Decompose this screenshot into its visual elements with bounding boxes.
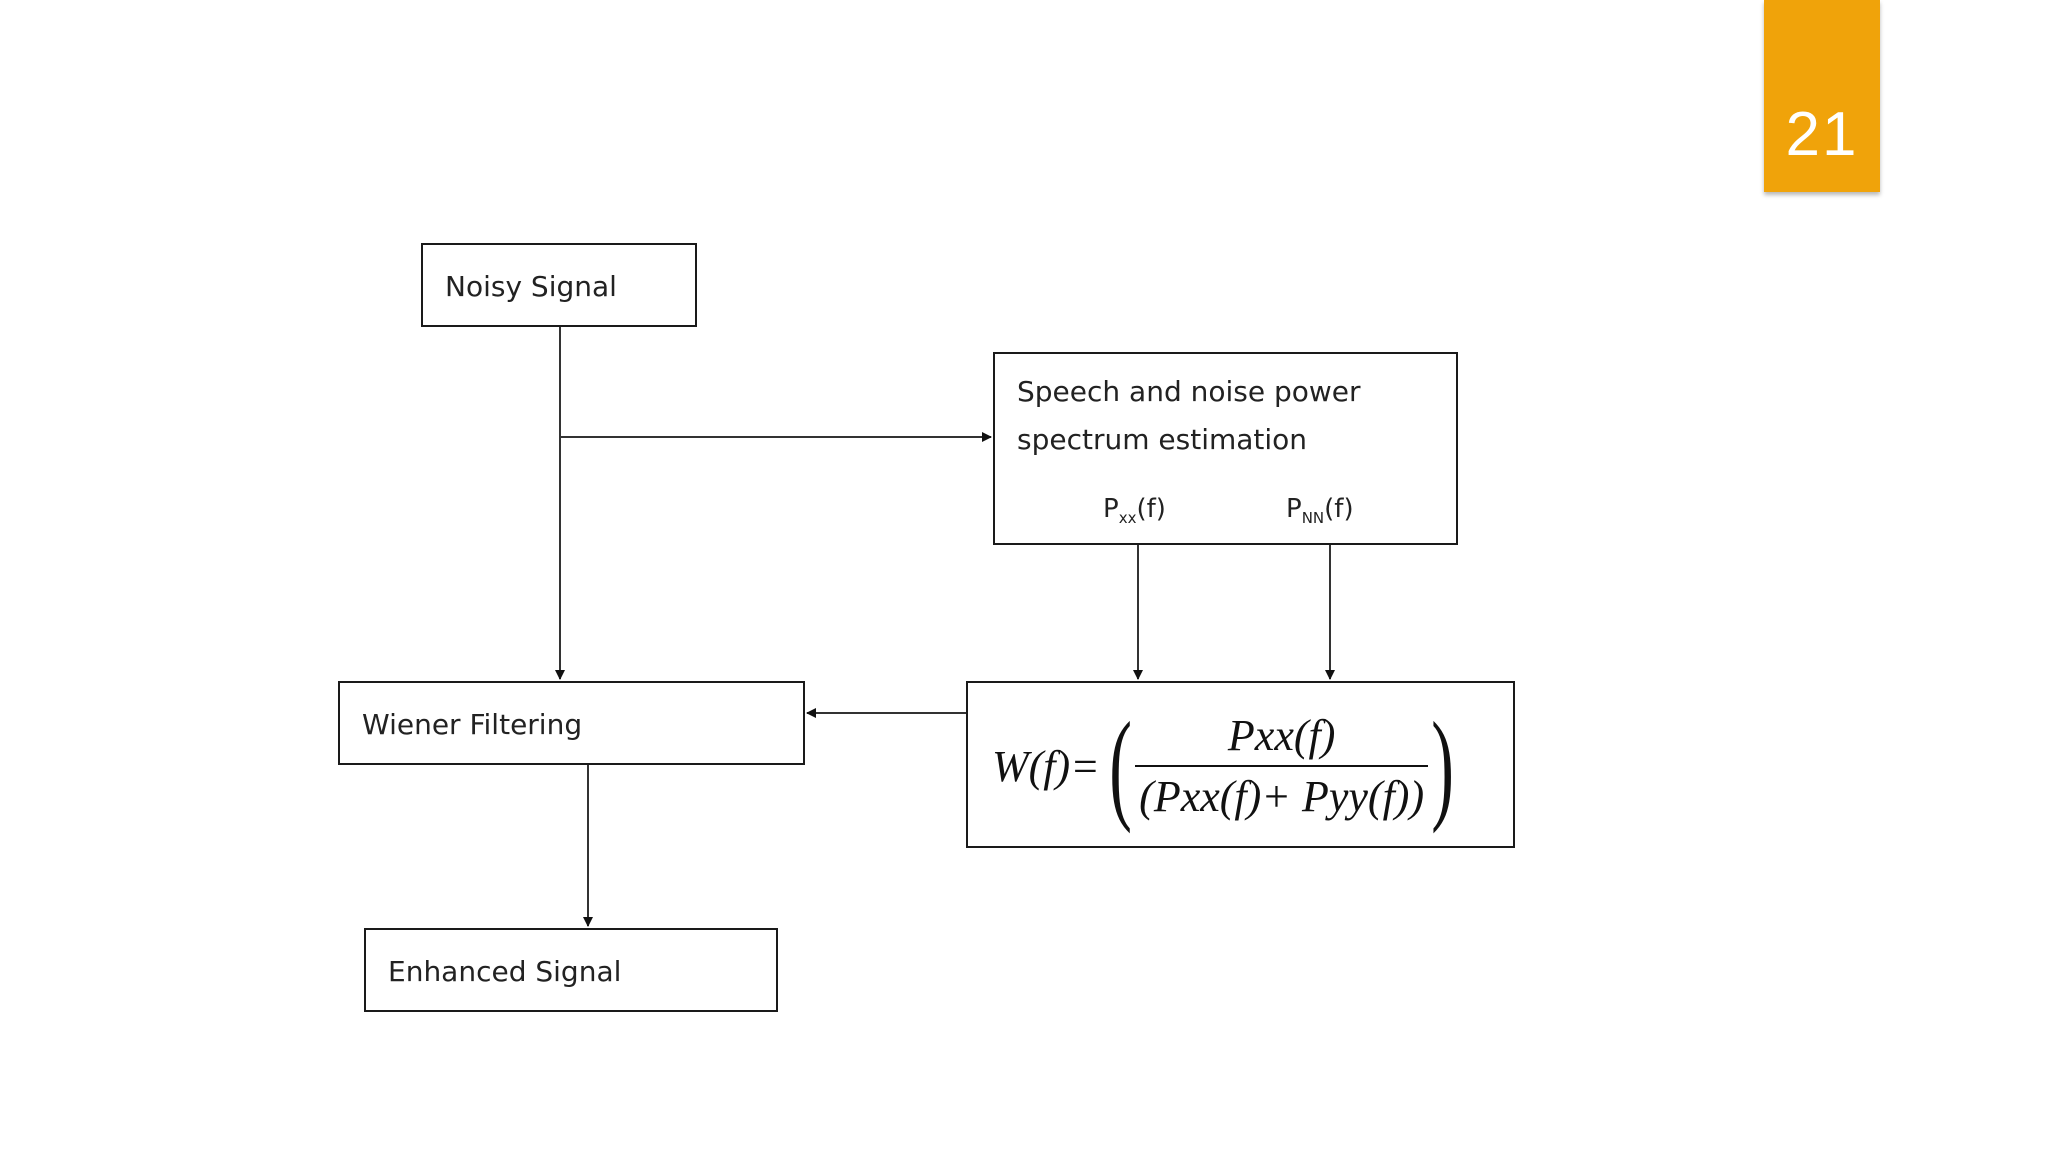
spectrum-estimation-line2: spectrum estimation	[1017, 423, 1308, 456]
pxx-output-label: Pxx(f)	[1103, 494, 1166, 527]
formula-numerator: Pxx(f)	[1227, 711, 1336, 760]
formula-right-paren: )	[1431, 697, 1455, 834]
formula-left-paren: (	[1109, 697, 1132, 834]
formula-denominator: (Pxx(f)+ Pyy(f))	[1135, 765, 1429, 822]
formula-lhs: W(f)=	[992, 741, 1100, 791]
enhanced-signal-box: Enhanced Signal	[364, 928, 778, 1012]
noisy-signal-label: Noisy Signal	[445, 270, 617, 303]
noisy-signal-box: Noisy Signal	[421, 243, 697, 327]
spectrum-estimation-label: Speech and noise power spectrum estimati…	[1017, 368, 1361, 464]
pnn-output-label: PNN(f)	[1286, 494, 1354, 527]
wiener-formula-box: W(f)= ( Pxx(f) (Pxx(f)+ Pyy(f)) )	[966, 681, 1515, 848]
page-number-badge: 21	[1764, 0, 1880, 192]
spectrum-estimation-line1: Speech and noise power	[1017, 375, 1361, 408]
formula-fraction: Pxx(f) (Pxx(f)+ Pyy(f))	[1135, 710, 1429, 822]
wiener-filtering-box: Wiener Filtering	[338, 681, 805, 765]
enhanced-signal-label: Enhanced Signal	[388, 955, 622, 988]
page-number: 21	[1785, 100, 1859, 169]
wiener-filtering-label: Wiener Filtering	[362, 708, 583, 741]
spectrum-estimation-box: Speech and noise power spectrum estimati…	[993, 352, 1458, 545]
wiener-formula: W(f)= ( Pxx(f) (Pxx(f)+ Pyy(f)) )	[992, 701, 1457, 831]
